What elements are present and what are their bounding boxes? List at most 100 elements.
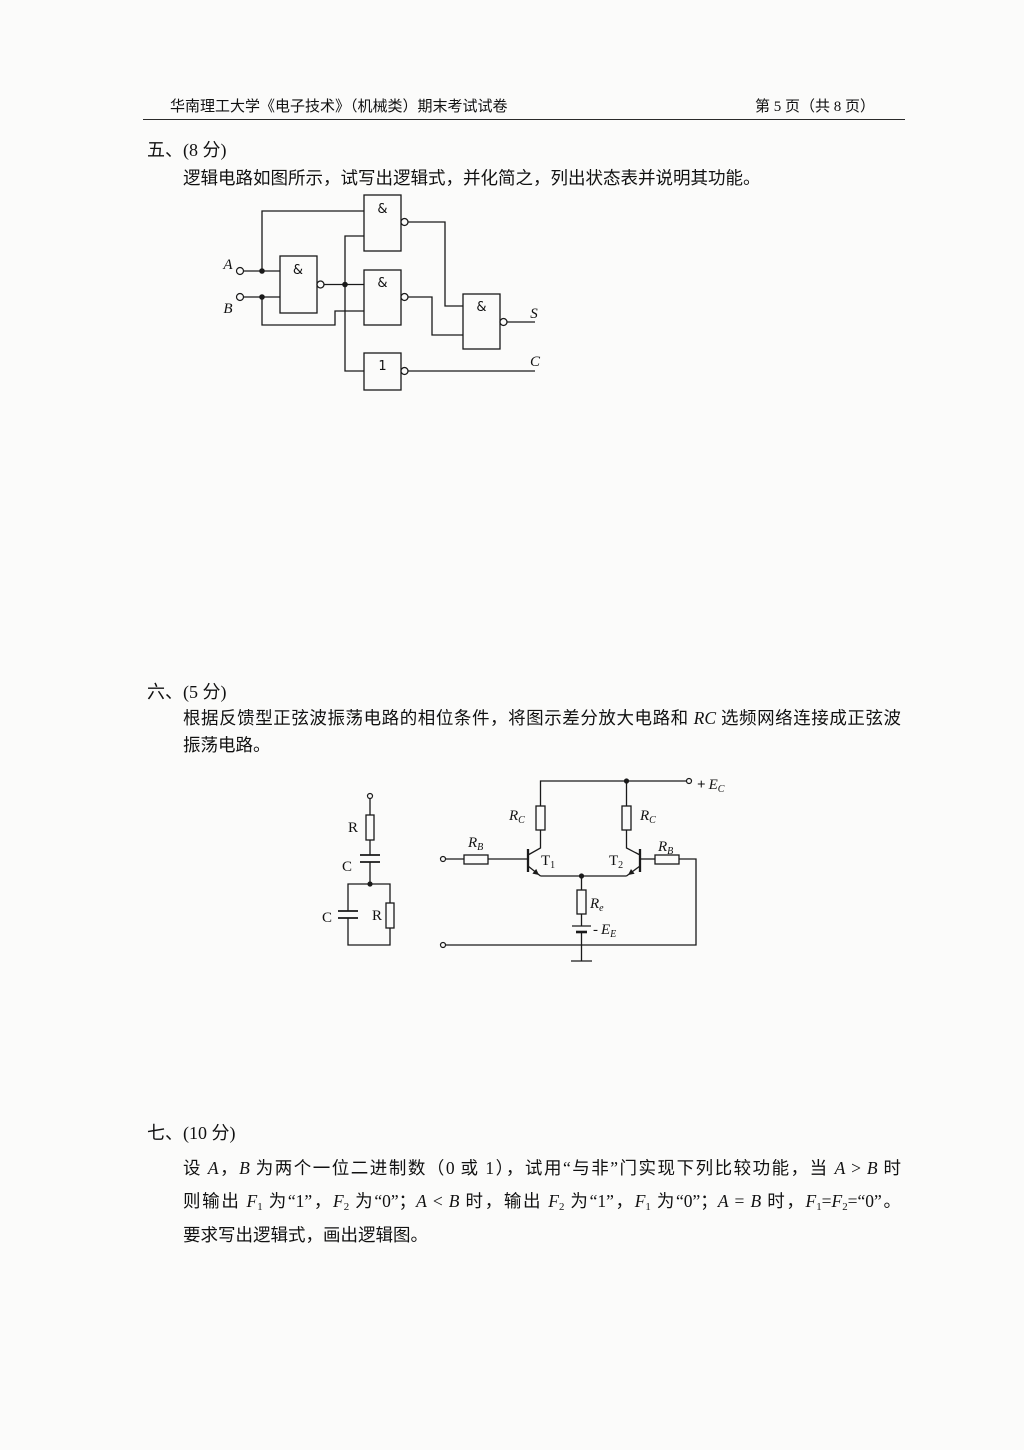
label-main: R	[657, 839, 667, 855]
base-resistor-left-label: RB	[467, 835, 483, 853]
gate-2-symbol: &	[377, 202, 387, 217]
emitter-resistor	[576, 889, 587, 915]
parallel-capacitor-label: C	[322, 910, 332, 926]
q7-variable: B	[448, 1191, 460, 1211]
q7-operator: =	[821, 1191, 832, 1211]
wire-a-to-gate-2	[261, 210, 364, 271]
q7-variable: F	[805, 1191, 817, 1211]
wire	[347, 918, 391, 946]
oscillator-circuit-diagram: R C C R	[322, 777, 725, 962]
junction-dot	[259, 268, 265, 274]
wires	[243, 210, 535, 372]
q7-text: 为“0”；	[349, 1191, 417, 1211]
q7-variable: F	[246, 1191, 258, 1211]
collector-resistor-left	[535, 805, 546, 831]
q5-body: 逻辑电路如图所示，试写出逻辑式，并化简之，列出状态表并说明其功能。	[183, 168, 761, 188]
q7-variable: A	[207, 1158, 219, 1178]
q5-title: 五、(8 分)	[147, 140, 227, 160]
transistor-1-label: T1	[541, 853, 555, 871]
wire-gate-2-to-gate-4	[408, 221, 463, 307]
collector-resistor-right	[621, 805, 632, 831]
q6-text: 根据反馈型正弦波振荡电路的相位条件，将图示差分放大电路和	[183, 708, 694, 728]
wire	[625, 830, 641, 856]
gate-5-inversion-bubble	[400, 366, 409, 376]
label-main: T	[609, 853, 618, 869]
label-subscript: 1	[550, 860, 555, 871]
label-subscript: C	[649, 815, 656, 826]
header-page-number: 第 5 页（共 8 页）	[754, 99, 875, 115]
q7-text: 为“1”，	[564, 1191, 635, 1211]
label-subscript: B	[667, 846, 673, 857]
supply-terminal	[685, 777, 693, 785]
collector-resistor-left-label: RC	[508, 808, 525, 826]
gate-2-inversion-bubble	[400, 217, 409, 227]
series-resistor-label: R	[348, 820, 358, 836]
q7-subscript: 2	[343, 1201, 350, 1214]
header-rule	[143, 119, 905, 120]
transistor-2-label: T2	[609, 853, 623, 871]
gate-1: &	[279, 255, 325, 314]
supply-symbol: E	[708, 777, 718, 793]
input-label-b: B	[223, 301, 232, 317]
junction-dots	[259, 268, 348, 300]
parallel-resistor-label: R	[372, 908, 382, 924]
q7-operator: =	[728, 1191, 751, 1211]
base-resistor-left	[463, 854, 489, 865]
input-terminal-b	[235, 292, 245, 302]
rc-network-terminal	[366, 792, 374, 800]
q7-title: 七、(10 分)	[147, 1123, 236, 1143]
gate-5: 1	[363, 352, 409, 391]
q7-subscript: 1	[816, 1201, 822, 1214]
q7-variable: F	[548, 1191, 559, 1211]
gate-4-inversion-bubble	[499, 317, 508, 327]
logic-circuit-diagram: A B & & & &	[222, 194, 541, 391]
series-capacitor-label: C	[342, 859, 352, 875]
base-resistor-right-label: RB	[657, 839, 673, 857]
q6-line-2: 振荡电路。	[183, 735, 271, 755]
input-terminal-bottom	[439, 941, 447, 949]
q7-variable: B	[750, 1191, 762, 1211]
q7-variable: F	[634, 1191, 646, 1211]
q7-text: =“0”。	[847, 1191, 901, 1211]
emitter-resistor-label: Re	[589, 896, 604, 914]
q6-text: 选频网络连接成正弦波	[716, 708, 901, 728]
q7-subscript: 2	[558, 1201, 565, 1214]
header-title: 华南理工大学《电子技术》（机械类）期末考试试卷	[170, 99, 508, 115]
q7-variable: B	[239, 1158, 250, 1178]
junction-dot	[259, 294, 265, 300]
wire-node-to-gate-2	[344, 235, 364, 285]
q7-variable: F	[333, 1191, 344, 1211]
gate-1-inversion-bubble	[316, 280, 325, 289]
q7-variable: A	[717, 1191, 729, 1211]
q7-variable: A	[834, 1158, 846, 1178]
wire	[347, 883, 391, 911]
q7-text: ，	[218, 1158, 240, 1178]
gate-1-symbol: &	[293, 263, 303, 278]
q7-line-3: 要求写出逻辑式，画出逻辑图。	[183, 1225, 428, 1245]
wire-b-to-gate-3	[261, 297, 364, 326]
label-main: R	[508, 808, 518, 824]
q7-text: 时	[877, 1158, 902, 1178]
q7-variable: A	[416, 1191, 427, 1211]
label-main: R	[467, 835, 477, 851]
q6-variable-rc: RC	[693, 708, 717, 728]
q7-text: 时，输出	[459, 1191, 549, 1211]
input-terminal-a	[235, 266, 245, 276]
positive-supply-label: +EC	[697, 777, 725, 795]
differential-amplifier: +EC RC RC RB RB T1 T2 Re -EE	[439, 777, 725, 962]
q6-line-1: 根据反馈型正弦波振荡电路的相位条件，将图示差分放大电路和 RC 选频网络连接成正…	[183, 707, 901, 729]
label-subscript: 2	[618, 860, 623, 871]
output-label-s: S	[530, 306, 538, 322]
wire	[527, 830, 542, 856]
wire-node-to-gate-5	[344, 284, 364, 372]
label-subscript: C	[518, 815, 525, 826]
gate-2: &	[363, 194, 409, 252]
q7-line-2: 则输出 F1 为“1”，F2 为“0”；A < B 时，输出 F2 为“1”，F…	[183, 1190, 901, 1212]
transistor-1-emitter-arrow	[532, 868, 539, 875]
q7-text: 为两个一位二进制数（0 或 1），试用“与非”门实现下列比较功能，当	[249, 1158, 835, 1178]
input-label-a: A	[222, 257, 233, 273]
supply-sign: -	[593, 922, 598, 938]
q7-variable: B	[866, 1158, 878, 1178]
label-main: T	[541, 853, 550, 869]
